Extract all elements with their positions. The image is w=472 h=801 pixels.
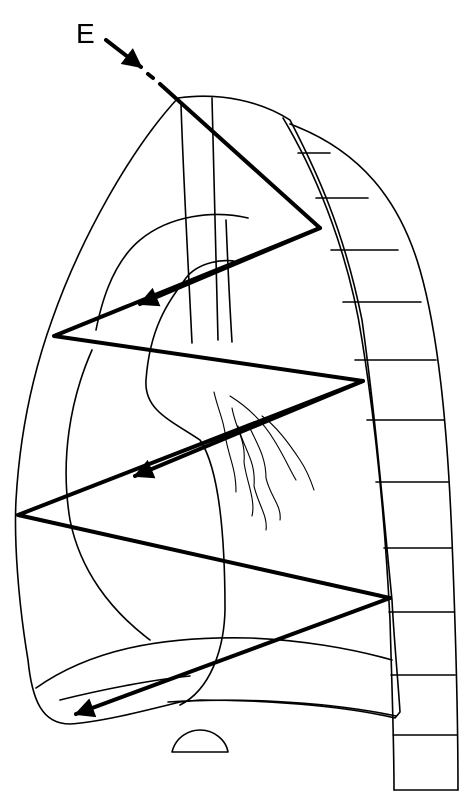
heart-border — [66, 350, 150, 640]
stomach-bubble — [172, 730, 228, 752]
scan-path — [18, 84, 390, 598]
entry-arrow-dash — [148, 74, 153, 78]
scan-arrow-2 — [135, 381, 363, 476]
spine-left-edge — [283, 118, 394, 790]
entry-label: E — [76, 18, 95, 49]
entry-arrow — [106, 40, 141, 67]
trachea-left-wall — [181, 104, 192, 343]
scan-arrow-3 — [76, 598, 390, 714]
aortic-arch-outer — [96, 214, 248, 330]
hilar-vessels — [214, 392, 314, 530]
trachea-right-wall — [226, 220, 232, 342]
